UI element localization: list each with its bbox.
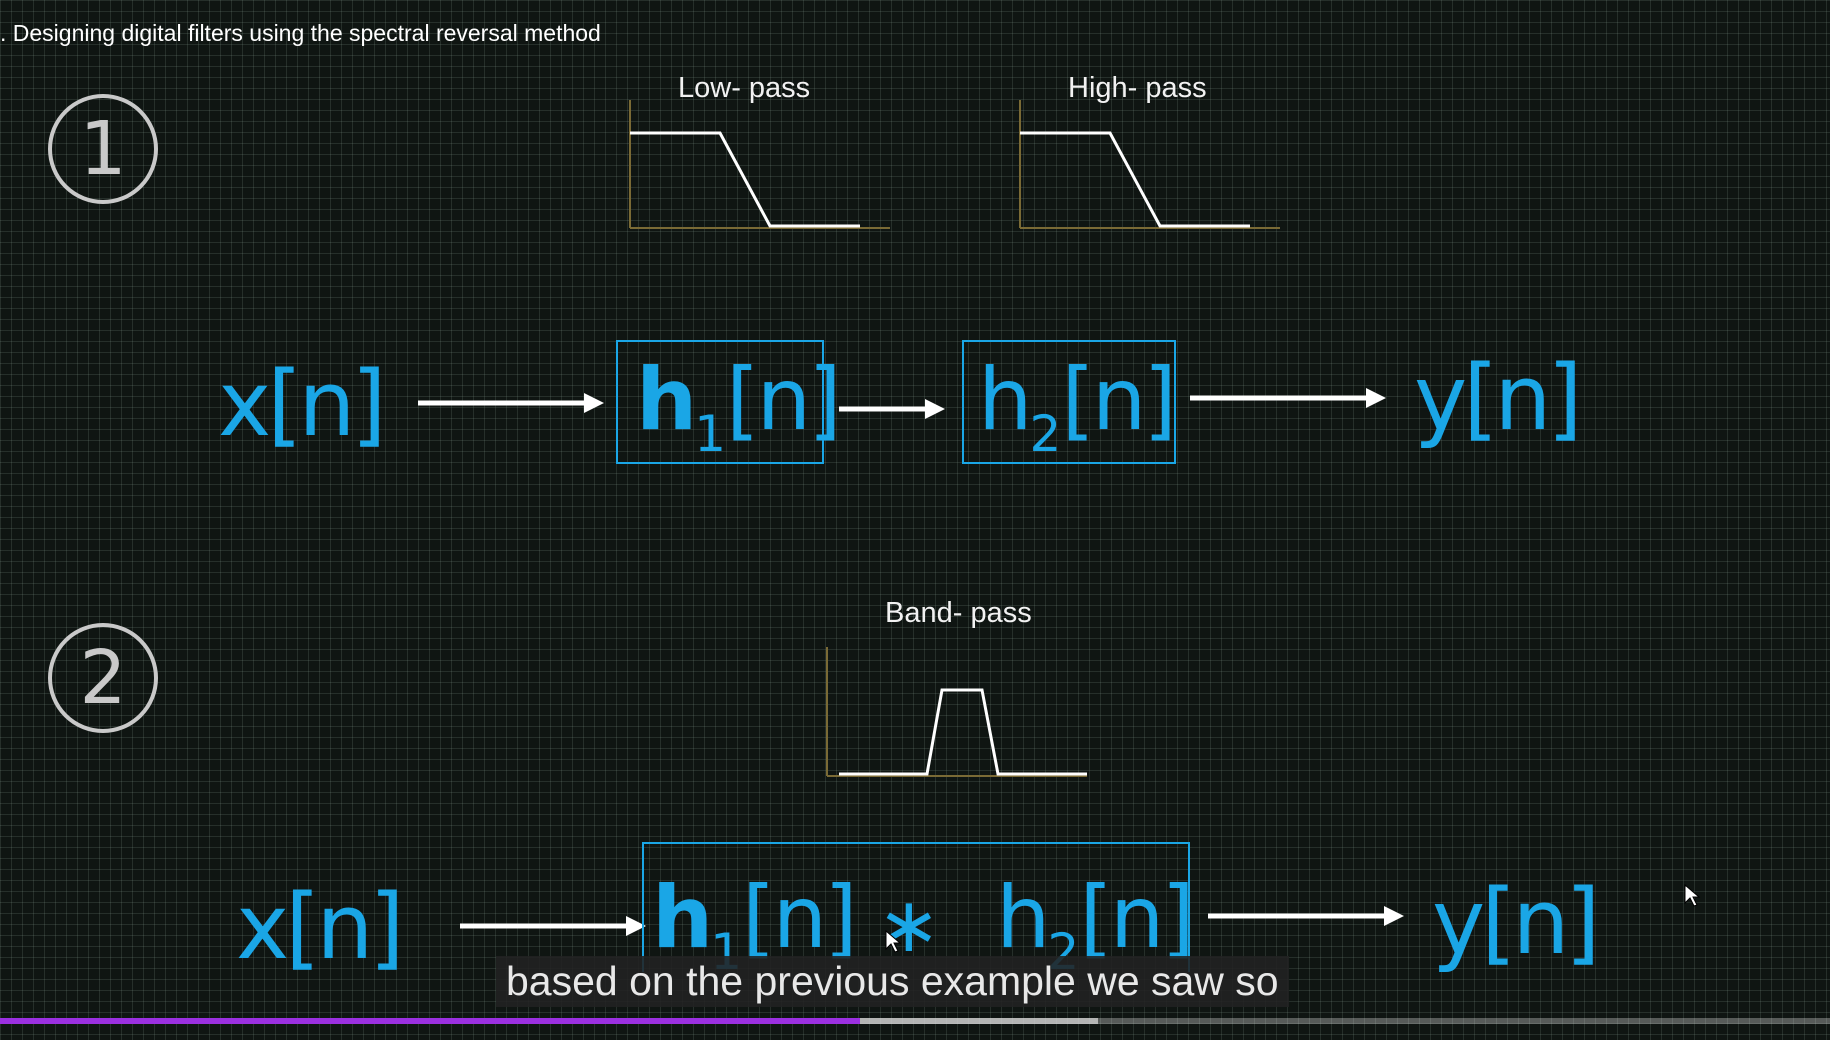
bandpass-curve [839,688,1087,776]
filter1-subscript: 1 [694,405,727,463]
step-2-circle: 2 [48,623,158,733]
filter2-subscript: 2 [1029,405,1062,463]
step2-filter2-arg: [n] [1079,868,1195,968]
step1-arrow-output [1190,388,1386,408]
step1-filter2-box [962,340,1176,464]
step1-arrow-input [418,393,604,413]
video-caption: based on the previous example we saw so [496,956,1289,1007]
step2-filter1-h: h [652,868,713,968]
step1-filter1-label: h1[n] [636,350,842,459]
step2-arrow-input [460,916,646,936]
filter2-arg: [n] [1061,350,1177,450]
filter1-arg: [n] [726,350,842,450]
step1-input-signal: x[n] [218,352,387,457]
lowpass-curve [630,131,860,228]
step2-filter1-label: h1[n] [652,868,858,977]
lowpass-label: Low- pass [678,72,811,104]
step-2-number: 2 [79,635,127,721]
bandpass-label: Band- pass [885,597,1032,629]
step1-output-signal: y[n] [1414,346,1583,451]
mouse-pointer-icon [885,929,902,953]
video-progress-bar[interactable] [0,1018,1830,1024]
step-1-number: 1 [79,106,127,192]
convolution-operator: ∗ [877,880,941,969]
lowpass-response-graph [629,100,890,229]
step2-combined-filter-box [642,842,1190,972]
bandpass-response-graph [826,647,1087,777]
step2-filter1-arg: [n] [742,868,858,968]
highpass-label: High- pass [1068,72,1207,104]
step1-arrow-between [839,399,945,419]
step-1-circle: 1 [48,94,158,204]
step1-filter1-box [616,340,824,464]
step1-filter2-label: h2[n] [978,350,1177,459]
step2-filter2-h: h [996,868,1050,968]
mouse-pointer-icon-2 [1684,883,1701,907]
filter1-h: h [636,350,697,450]
video-title: . Designing digital filters using the sp… [0,20,601,46]
step2-arrow-output [1208,906,1404,926]
step2-input-signal: x[n] [236,875,405,980]
progress-played [0,1018,861,1024]
step2-output-signal: y[n] [1432,870,1601,975]
highpass-response-graph [1019,100,1280,229]
step2-filter2-label: h2[n] [996,868,1195,977]
filter2-h: h [978,350,1032,450]
highpass-curve [1020,131,1250,228]
